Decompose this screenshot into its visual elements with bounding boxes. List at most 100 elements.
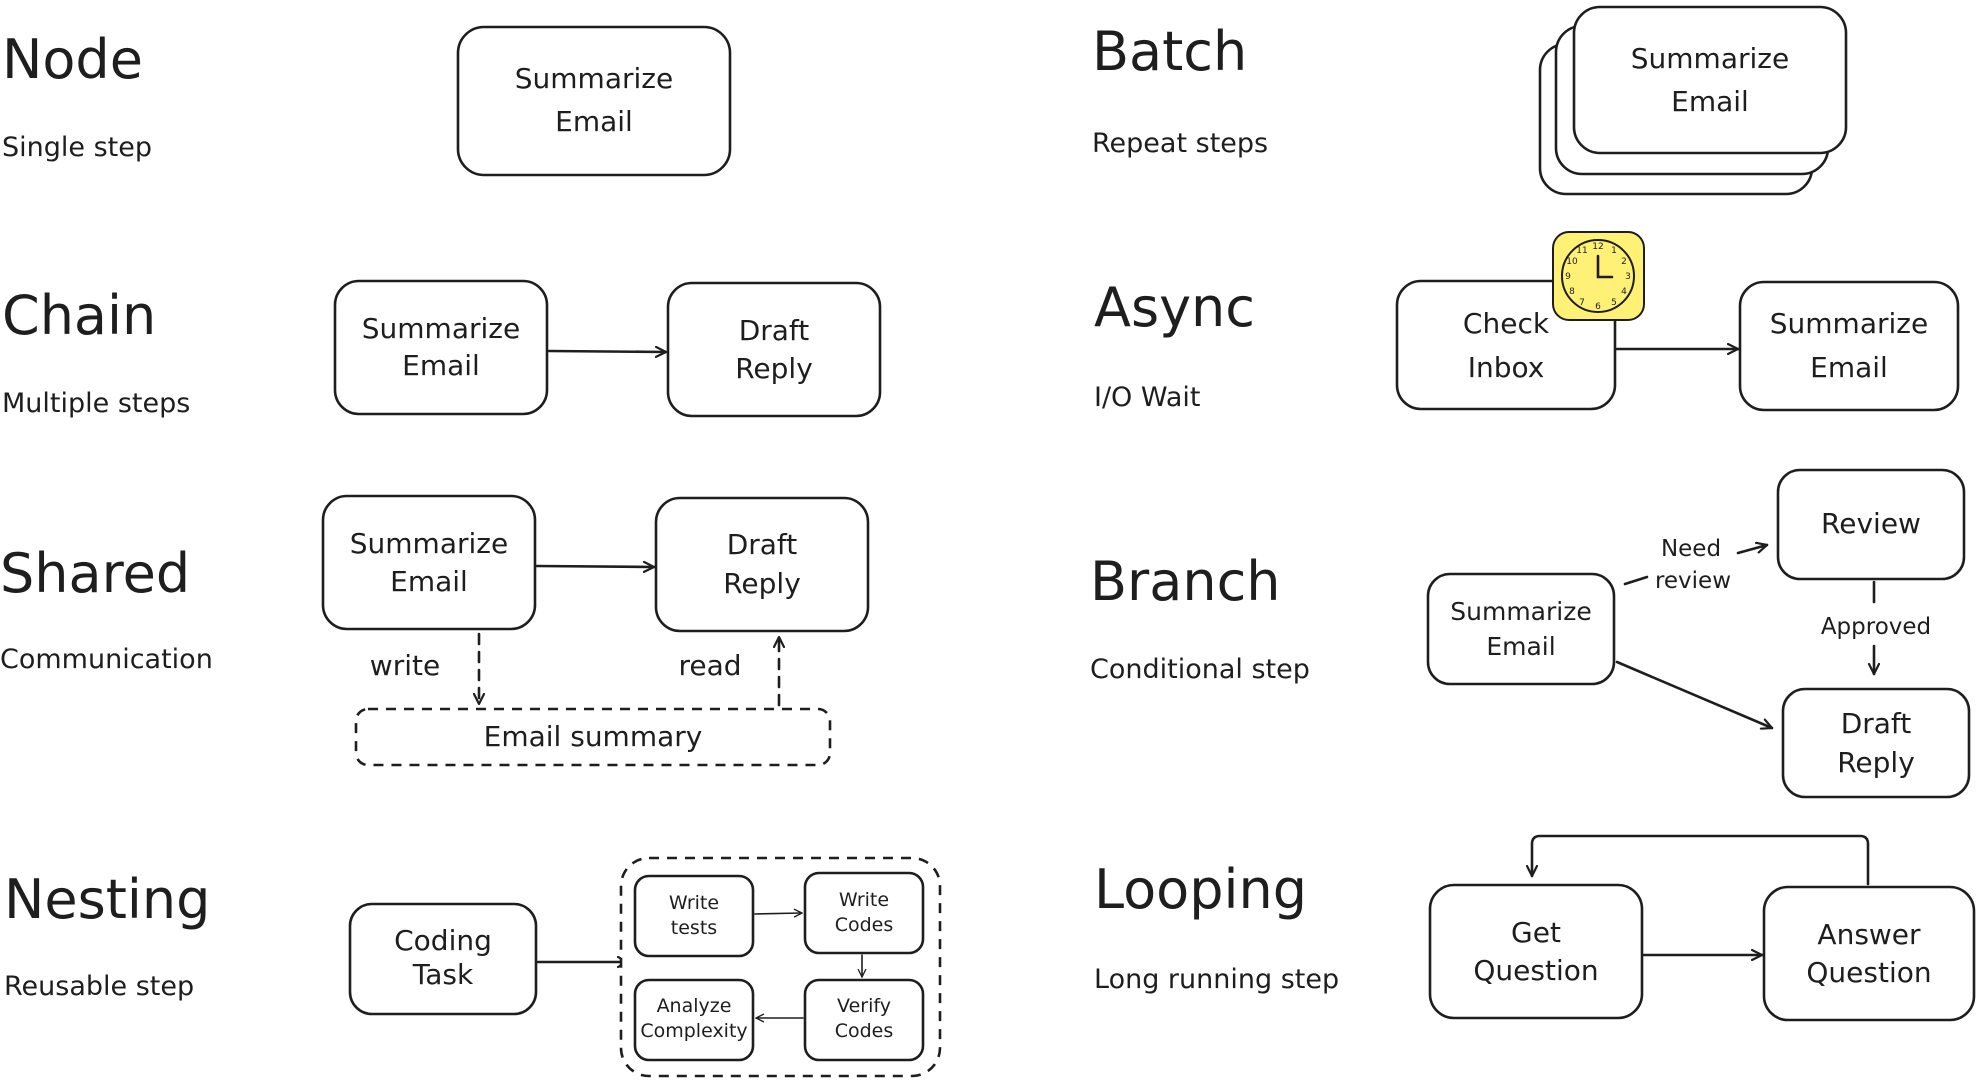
svg-text:9: 9 bbox=[1565, 272, 1571, 282]
chain-section: Chain Multiple steps Summarize Email Dra… bbox=[2, 279, 882, 419]
branch-section: Branch Conditional step Summarize Email … bbox=[1090, 468, 1971, 799]
nesting-title: Nesting bbox=[4, 868, 210, 931]
branch-need-review-arrow bbox=[1736, 545, 1769, 555]
nesting-arrow-tests-to-codes bbox=[754, 908, 803, 918]
nesting-write-codes-line2: Codes bbox=[835, 914, 894, 936]
svg-text:2: 2 bbox=[1621, 257, 1627, 267]
batch-section: Batch Repeat steps Summarize Email bbox=[1092, 5, 1848, 196]
looping-section: Looping Long running step Get Question A… bbox=[1094, 834, 1976, 1022]
nesting-analyze bbox=[633, 978, 755, 1062]
batch-subtitle: Repeat steps bbox=[1092, 128, 1268, 159]
svg-text:7: 7 bbox=[1579, 298, 1585, 308]
chain-box2-line1: Draft bbox=[739, 314, 810, 347]
shared-box1-line1: Summarize bbox=[350, 527, 508, 560]
svg-text:10: 10 bbox=[1566, 257, 1578, 267]
branch-review-label: Review bbox=[1821, 507, 1921, 540]
nesting-analyze-line2: Complexity bbox=[640, 1020, 747, 1042]
svg-text:1: 1 bbox=[1611, 246, 1617, 256]
nesting-write-tests-line2: tests bbox=[671, 917, 717, 939]
svg-text:5: 5 bbox=[1611, 298, 1617, 308]
chain-box-draft bbox=[666, 281, 882, 418]
branch-box-review bbox=[1776, 468, 1966, 581]
looping-box2-line1: Answer bbox=[1817, 918, 1921, 951]
async-subtitle: I/O Wait bbox=[1094, 382, 1201, 413]
chain-title: Chain bbox=[2, 284, 156, 347]
branch-need-review-line2: review bbox=[1655, 568, 1731, 594]
branch-start-line2: Email bbox=[1486, 632, 1555, 661]
shared-box-draft bbox=[654, 496, 870, 633]
svg-text:11: 11 bbox=[1576, 246, 1587, 256]
async-box1-line2: Inbox bbox=[1468, 351, 1545, 384]
branch-need-review-line1: Need bbox=[1661, 536, 1721, 562]
branch-box-draft bbox=[1781, 687, 1971, 799]
nesting-verify-codes-line2: Codes bbox=[835, 1020, 894, 1042]
nesting-analyze-line1: Analyze bbox=[657, 995, 732, 1017]
async-box-summarize bbox=[1738, 280, 1960, 412]
nesting-write-tests-line1: Write bbox=[669, 892, 719, 914]
batch-box-front bbox=[1572, 5, 1848, 155]
branch-need-review-arrow-start bbox=[1623, 575, 1649, 586]
chain-box1-line1: Summarize bbox=[362, 312, 520, 345]
shared-title: Shared bbox=[0, 542, 190, 605]
branch-draft-line1: Draft bbox=[1841, 707, 1912, 740]
shared-box-summarize bbox=[321, 494, 537, 631]
shared-write-label: write bbox=[370, 649, 440, 682]
branch-start-line1: Summarize bbox=[1450, 597, 1591, 626]
svg-text:4: 4 bbox=[1621, 287, 1627, 297]
branch-title: Branch bbox=[1090, 550, 1280, 613]
branch-approved-label: Approved bbox=[1821, 614, 1931, 640]
looping-box-get bbox=[1428, 883, 1644, 1020]
async-box2-line1: Summarize bbox=[1770, 307, 1928, 340]
nesting-write-codes bbox=[803, 871, 925, 955]
branch-direct-arrow bbox=[1615, 660, 1774, 728]
nesting-write-codes-line1: Write bbox=[839, 889, 889, 911]
shared-box2-line2: Reply bbox=[723, 567, 801, 600]
node-box-line1: Summarize bbox=[515, 62, 673, 95]
shared-box1-line2: Email bbox=[390, 565, 468, 598]
shared-subtitle: Communication bbox=[0, 644, 213, 675]
svg-text:12: 12 bbox=[1592, 242, 1603, 252]
branch-subtitle: Conditional step bbox=[1090, 654, 1310, 685]
shared-store-label: Email summary bbox=[484, 720, 703, 753]
async-section: Async I/O Wait Check Inbox Summarize Ema… bbox=[1094, 231, 1960, 413]
nesting-verify-codes bbox=[803, 978, 925, 1062]
nesting-task-line1: Coding bbox=[394, 924, 492, 957]
chain-box1-line2: Email bbox=[402, 349, 480, 382]
batch-box-line1: Summarize bbox=[1631, 42, 1789, 75]
svg-text:3: 3 bbox=[1625, 272, 1631, 282]
nesting-subtitle: Reusable step bbox=[4, 971, 194, 1002]
async-title: Async bbox=[1094, 276, 1255, 339]
node-box bbox=[456, 25, 732, 177]
chain-arrow bbox=[547, 351, 668, 352]
svg-text:8: 8 bbox=[1569, 287, 1575, 297]
nesting-write-tests bbox=[633, 874, 755, 958]
nesting-verify-codes-line1: Verify bbox=[837, 995, 891, 1017]
looping-box2-line2: Question bbox=[1806, 956, 1931, 989]
looping-back-arrow bbox=[1532, 834, 1870, 886]
shared-section: Shared Communication Summarize Email Dra… bbox=[0, 494, 870, 767]
chain-box-summarize bbox=[333, 279, 549, 416]
chain-box2-line2: Reply bbox=[735, 352, 813, 385]
shared-read-label: read bbox=[678, 649, 741, 682]
node-box-line2: Email bbox=[555, 105, 633, 138]
node-section: Node Single step Summarize Email bbox=[2, 25, 732, 177]
nesting-box-task bbox=[348, 902, 538, 1016]
shared-store bbox=[354, 707, 832, 767]
shared-arrow bbox=[535, 566, 656, 567]
looping-title: Looping bbox=[1094, 858, 1307, 921]
chain-subtitle: Multiple steps bbox=[2, 388, 190, 419]
async-box2-line2: Email bbox=[1810, 351, 1888, 384]
branch-draft-line2: Reply bbox=[1837, 746, 1915, 779]
node-title: Node bbox=[2, 28, 143, 91]
svg-text:6: 6 bbox=[1595, 302, 1601, 312]
batch-box-line2: Email bbox=[1671, 85, 1749, 118]
batch-title: Batch bbox=[1092, 20, 1247, 83]
branch-box-summarize bbox=[1426, 572, 1616, 686]
node-subtitle: Single step bbox=[2, 132, 152, 163]
looping-subtitle: Long running step bbox=[1094, 964, 1339, 995]
async-box1-line1: Check bbox=[1463, 307, 1550, 340]
nesting-task-line2: Task bbox=[412, 958, 474, 991]
nesting-section: Nesting Reusable step Coding Task Write … bbox=[4, 856, 942, 1078]
